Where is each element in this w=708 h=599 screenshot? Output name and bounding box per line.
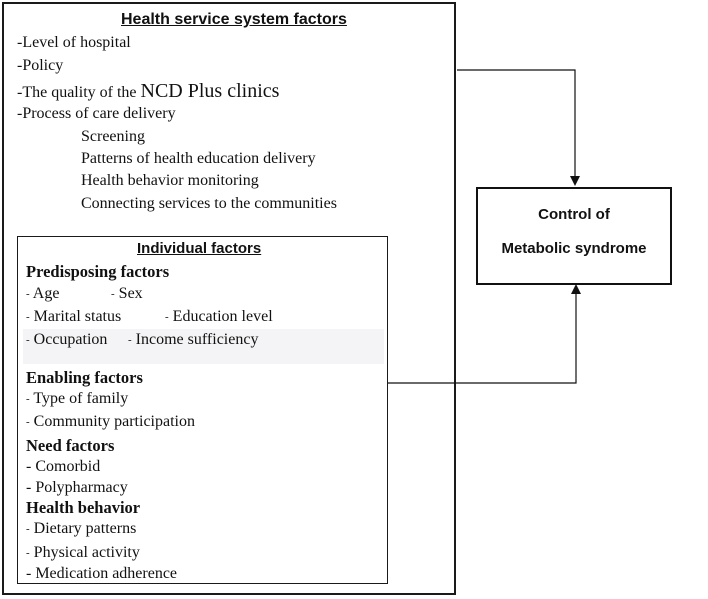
item-comorbid: - Comorbid: [26, 458, 101, 475]
quality-prefix: -The quality of the: [17, 84, 141, 101]
item-quality: -The quality of the NCD Plus clinics: [17, 80, 279, 103]
health-service-title: Health service system factors: [121, 11, 347, 28]
item-age: - Age: [26, 285, 60, 302]
item-polypharmacy: - Polypharmacy: [26, 479, 128, 496]
item-type-of-family: - Type of family: [26, 390, 129, 407]
arrow-individual-to-outcome: [388, 292, 577, 384]
item-physical-activity: - Physical activity: [26, 544, 140, 561]
arrowhead-down: [570, 176, 580, 186]
health-service-box: [2, 2, 456, 595]
item-level-of-hospital: -Level of hospital: [17, 34, 131, 51]
quality-emphasis: NCD Plus clinics: [140, 80, 280, 102]
sub-connecting-services: Connecting services to the communities: [81, 195, 337, 212]
item-income: - Income sufficiency: [128, 331, 259, 348]
individual-title: Individual factors: [137, 240, 262, 257]
outcome-line-1: Control of: [538, 206, 610, 223]
predisposing-title: Predisposing factors: [26, 262, 170, 281]
item-community: - Community participation: [26, 413, 195, 430]
item-medication: - Medication adherence: [26, 565, 178, 582]
arrow-health-to-outcome: [457, 69, 576, 178]
enabling-title: Enabling factors: [26, 368, 143, 387]
item-dietary: - Dietary patterns: [26, 520, 137, 537]
sub-behavior-monitoring: Health behavior monitoring: [81, 172, 259, 189]
arrowhead-up: [571, 284, 581, 294]
outcome-box: [476, 187, 672, 285]
outcome-line-2: Metabolic syndrome: [501, 240, 647, 257]
item-marital-status: - Marital status: [26, 308, 122, 325]
item-sex: - Sex: [111, 285, 143, 302]
item-policy: -Policy: [17, 57, 64, 74]
item-occupation: - Occupation: [26, 331, 108, 348]
item-process: -Process of care delivery: [17, 105, 176, 122]
sub-health-education: Patterns of health education delivery: [81, 150, 316, 167]
sub-screening: Screening: [81, 128, 145, 145]
highlight-band: [23, 329, 384, 364]
behavior-title: Health behavior: [26, 498, 141, 517]
need-title: Need factors: [26, 436, 115, 455]
individual-factors-box: [17, 236, 388, 584]
item-education-level: - Education level: [165, 308, 273, 325]
